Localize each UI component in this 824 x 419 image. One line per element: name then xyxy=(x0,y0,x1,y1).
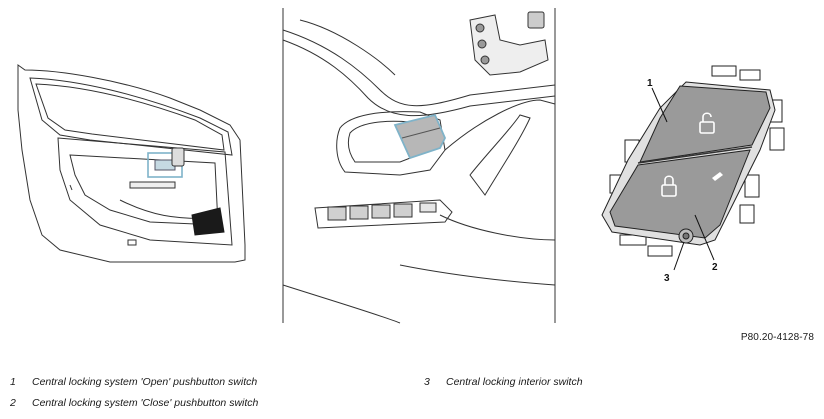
legend-number: 1 xyxy=(10,376,16,388)
legend-text: Central locking interior switch xyxy=(446,376,583,388)
switch-closeup-drawing xyxy=(601,65,785,271)
callout-2: 2 xyxy=(712,262,718,273)
callout-1: 1 xyxy=(647,78,653,89)
figure-reference-code: P80.20-4128-78 xyxy=(740,332,814,343)
legend-text: Central locking system 'Close' pushbutto… xyxy=(32,397,259,409)
technical-illustration: 1 2 3 xyxy=(17,8,785,324)
legend-number: 2 xyxy=(10,397,16,409)
legend-text: Central locking system 'Open' pushbutton… xyxy=(32,376,258,388)
door-panel-detail-drawing xyxy=(282,8,556,324)
legend-number: 3 xyxy=(424,376,430,388)
callout-3: 3 xyxy=(664,273,670,284)
door-overview-drawing xyxy=(17,64,246,263)
